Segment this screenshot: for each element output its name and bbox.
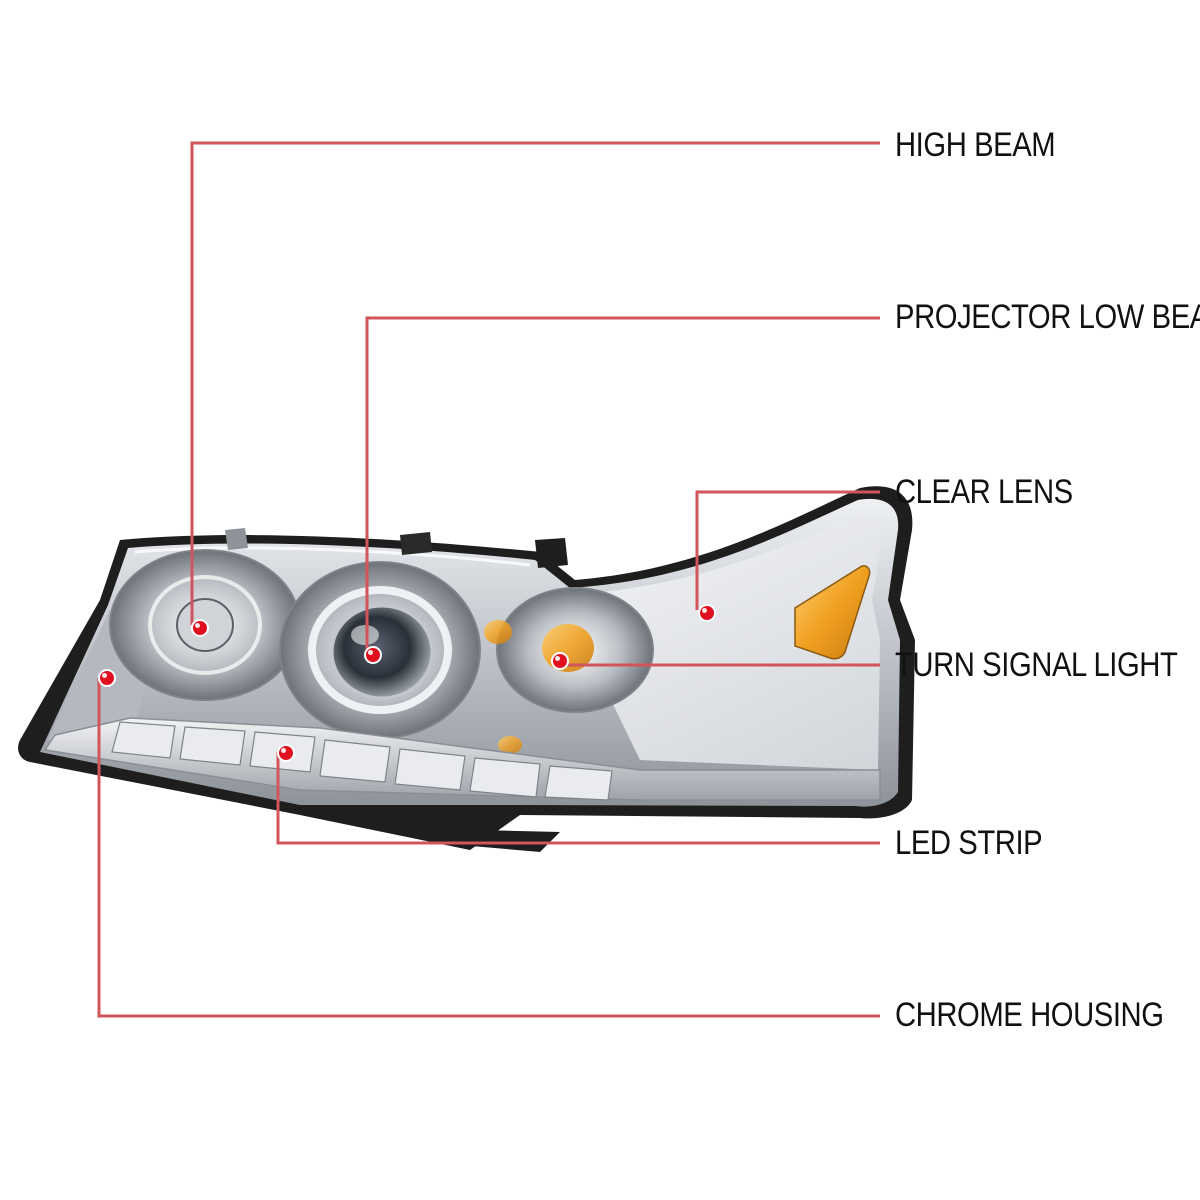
wire-connector [535,538,568,568]
marker-highlight-led-strip [281,748,286,753]
marker-dot-projector-low-beam [364,646,382,664]
marker-dot-chrome-housing [98,669,116,687]
leader-line-led-strip [276,752,880,845]
leader-line-high-beam [190,141,880,625]
marker-highlight-projector-low-beam [368,650,373,655]
top-rim [134,546,531,567]
bottom-foot [460,830,560,852]
mounting-tab [225,528,248,550]
label-clear-lens: CLEAR LENS [895,473,1073,511]
marker-highlight-chrome-housing [102,673,107,678]
leader-line-projector-low-beam [365,316,880,652]
projector-lens [330,604,434,700]
marker-highlight-turn-signal-light [555,656,560,661]
clear-lens-panel [560,514,883,770]
marker-highlight-high-beam [195,623,200,628]
mounting-tab [400,532,432,555]
amber-side-marker [794,565,871,660]
marker-dot-led-strip [277,744,295,762]
label-turn-signal-light: TURN SIGNAL LIGHT [895,646,1178,684]
callout-leaders [97,141,880,1018]
marker-highlight-clear-lens [702,608,707,613]
marker-dot-high-beam [191,619,209,637]
marker-dot-turn-signal-light [551,652,569,670]
label-led-strip: LED STRIP [895,824,1043,862]
leader-line-chrome-housing [97,678,880,1018]
label-high-beam: HIGH BEAM [895,126,1056,164]
callout-markers [98,604,716,762]
leader-line-clear-lens [695,490,880,610]
headlight-body [18,486,916,852]
marker-dot-clear-lens [698,604,716,622]
label-projector-low-beam: PROJECTOR LOW BEAM [895,298,1200,336]
label-chrome-housing: CHROME HOUSING [895,996,1164,1034]
